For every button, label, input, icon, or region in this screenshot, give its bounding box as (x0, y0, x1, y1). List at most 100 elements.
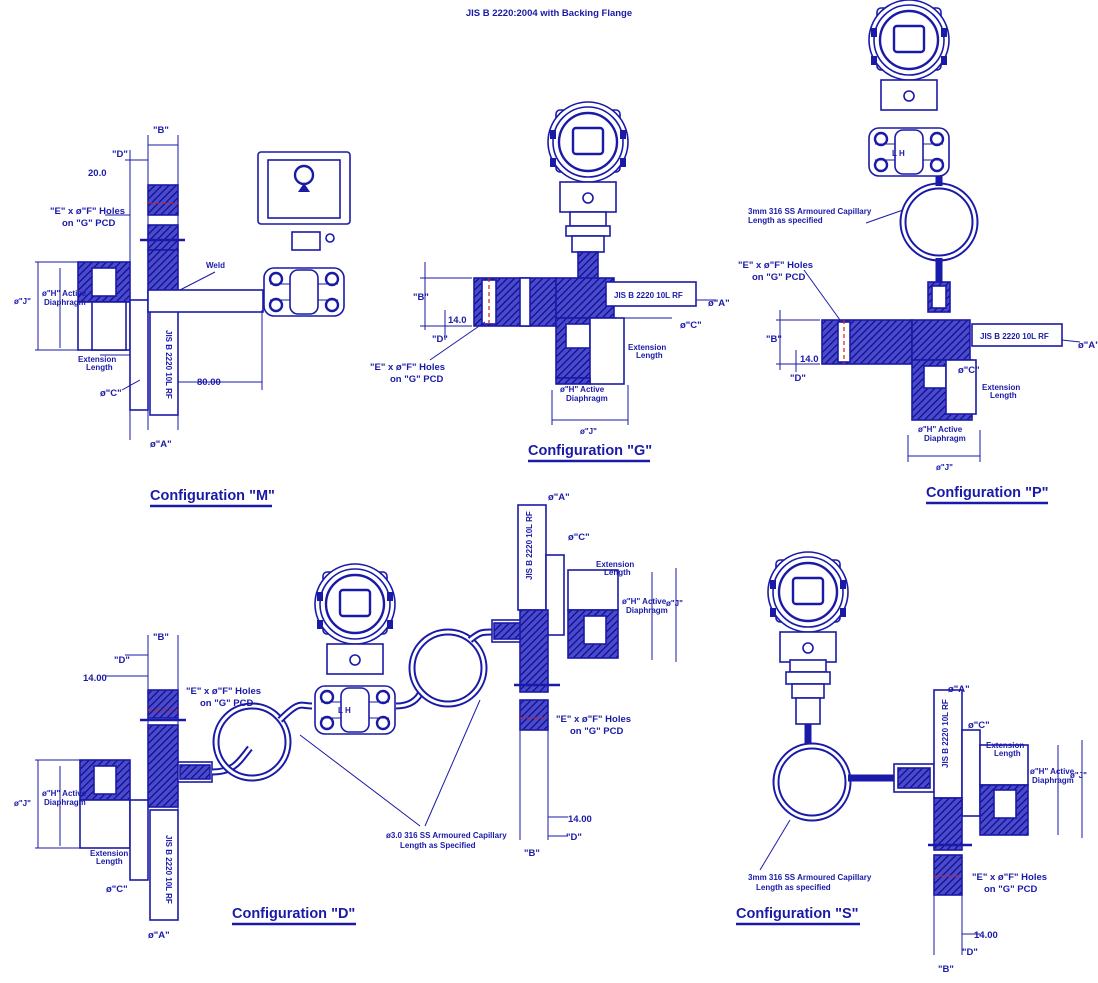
d-right-holes-label: "E" x ø"F" Holes (556, 714, 631, 725)
m-dim-80: 80.00 (197, 377, 221, 388)
svg-text:JIS B 2220 10L RF: JIS B 2220 10L RF (614, 291, 683, 300)
s-dim-d: "D" (962, 947, 978, 958)
d-right-dim-d: "D" (566, 832, 582, 843)
g-active-label-2: Diaphragm (566, 394, 608, 403)
m-dim-c: ø"C" (100, 388, 122, 399)
g-dim-14: 14.0 (448, 315, 467, 326)
p-capillary-label: 3mm 316 SS Armoured Capillary (748, 207, 872, 216)
d-dim-d: "D" (114, 655, 130, 666)
g-active-label: ø"H" Active (560, 385, 605, 394)
d-capillary-label: ø3.0 316 SS Armoured Capillary (386, 831, 507, 840)
s-ext-label: Extension (986, 741, 1024, 750)
p-dim-d: "D" (790, 373, 806, 384)
g-holes-label-2: on "G" PCD (390, 374, 443, 385)
p-holes-label-2: on "G" PCD (752, 272, 805, 283)
p-active-label: ø"H" Active (918, 425, 963, 434)
d-capillary-label-2: Length as Specified (400, 841, 476, 850)
d-dim-b: "B" (153, 632, 169, 643)
sheet-title: JIS B 2220:2004 with Backing Flange (466, 8, 632, 19)
m-holes-label: "E" x ø"F" Holes (50, 206, 125, 217)
s-dim-j: ø"J" (1070, 771, 1087, 780)
m-dim-j: ø"J" (14, 297, 31, 306)
p-dim-c: ø"C" (958, 365, 980, 376)
m-ext-label-2: Length (86, 363, 113, 372)
g-holes-label: "E" x ø"F" Holes (370, 362, 445, 373)
g-dim-b: "B" (413, 292, 429, 303)
s-dim-14: 14.00 (974, 930, 998, 941)
m-caption: Configuration "M" (150, 488, 275, 504)
s-dim-b: "B" (938, 964, 954, 975)
config-g: JIS B 2220 10L RF "B" 14.0 "D" ø"A" ø"C"… (370, 100, 730, 463)
s-holes-label-2: on "G" PCD (984, 884, 1037, 895)
m-weld-label: Weld (206, 261, 225, 270)
config-m: JIS B 2220 10L RF "B" "D" 20.0 "E" x ø"F… (14, 125, 351, 508)
p-ext-label: Extension (982, 383, 1020, 392)
svg-text:L H: L H (892, 149, 905, 158)
d-holes-label: "E" x ø"F" Holes (186, 686, 261, 697)
s-caption: Configuration "S" (736, 906, 859, 922)
svg-text:L H: L H (338, 706, 351, 715)
p-dim-b: "B" (766, 334, 782, 345)
p-dim-j: ø"J" (936, 463, 953, 472)
config-d: JIS B 2220 10L RF L H JIS B 2220 10L RF (14, 492, 683, 941)
p-holes-label: "E" x ø"F" Holes (738, 260, 813, 271)
d-right-active-label: ø"H" Active (622, 597, 667, 606)
d-right-ext-label: Extension (596, 560, 634, 569)
g-dim-c: ø"C" (680, 320, 702, 331)
s-holes-label: "E" x ø"F" Holes (972, 872, 1047, 883)
g-dim-d: "D" (432, 334, 448, 345)
d-right-dim-b: "B" (524, 848, 540, 859)
config-p: L H JIS B 2220 10L RF 3mm 316 SS Armoure… (738, 0, 1098, 505)
svg-text:JIS B 2220 10L RF: JIS B 2220 10L RF (164, 330, 173, 399)
s-capillary-label: 3mm 316 SS Armoured Capillary (748, 873, 872, 882)
svg-text:JIS B 2220 10L RF: JIS B 2220 10L RF (980, 332, 1049, 341)
s-dim-c: ø"C" (968, 720, 990, 731)
d-caption: Configuration "D" (232, 906, 355, 922)
p-capillary-label-2: Length as specified (748, 216, 823, 225)
g-caption: Configuration "G" (528, 443, 652, 459)
m-dim-d: "D" (112, 149, 128, 160)
g-dim-j: ø"J" (580, 427, 597, 436)
m-active-label-2: Diaphragm (44, 298, 86, 307)
svg-text:JIS B 2220 10L RF: JIS B 2220 10L RF (525, 511, 534, 580)
g-ext-label: Extension (628, 343, 666, 352)
m-active-label: ø"H" Active (42, 289, 87, 298)
d-right-active-label-2: Diaphragm (626, 606, 668, 615)
m-dim-20: 20.0 (88, 168, 107, 179)
d-right-holes-label-2: on "G" PCD (570, 726, 623, 737)
d-dim-14: 14.00 (83, 673, 107, 684)
d-active-label-2: Diaphragm (44, 798, 86, 807)
m-dim-a: ø"A" (150, 439, 172, 450)
d-right-dim-j: ø"J" (666, 599, 683, 608)
d-right-dim-14: 14.00 (568, 814, 592, 825)
s-capillary-label-2: Length as specified (756, 883, 831, 892)
g-dim-a: ø"A" (708, 298, 730, 309)
d-ext-label: Extension (90, 849, 128, 858)
svg-text:JIS B 2220 10L RF: JIS B 2220 10L RF (164, 835, 173, 904)
g-ext-label-2: Length (636, 351, 663, 360)
d-right-dim-a: ø"A" (548, 492, 570, 503)
s-dim-a: ø"A" (948, 684, 970, 695)
p-ext-label-2: Length (990, 391, 1017, 400)
p-dim-a: ø"A" (1078, 340, 1098, 351)
s-active-label: ø"H" Active (1030, 767, 1075, 776)
d-dim-c: ø"C" (106, 884, 128, 895)
d-active-label: ø"H" Active (42, 789, 87, 798)
d-right-ext-label-2: Length (604, 568, 631, 577)
p-active-label-2: Diaphragm (924, 434, 966, 443)
d-ext-label-2: Length (96, 857, 123, 866)
s-ext-label-2: Length (994, 749, 1021, 758)
config-s: JIS B 2220 10L RF ø"A" ø"C" Extension Le… (736, 550, 1087, 975)
p-dim-14: 14.0 (800, 354, 819, 365)
m-dim-b: "B" (153, 125, 169, 136)
svg-text:JIS B 2220 10L RF: JIS B 2220 10L RF (941, 699, 950, 768)
d-dim-j: ø"J" (14, 799, 31, 808)
m-holes-label-2: on "G" PCD (62, 218, 115, 229)
d-holes-label-2: on "G" PCD (200, 698, 253, 709)
d-dim-a: ø"A" (148, 930, 170, 941)
p-caption: Configuration "P" (926, 485, 1049, 501)
s-active-label-2: Diaphragm (1032, 776, 1074, 785)
d-right-dim-c: ø"C" (568, 532, 590, 543)
m-ext-label: Extension (78, 355, 116, 364)
